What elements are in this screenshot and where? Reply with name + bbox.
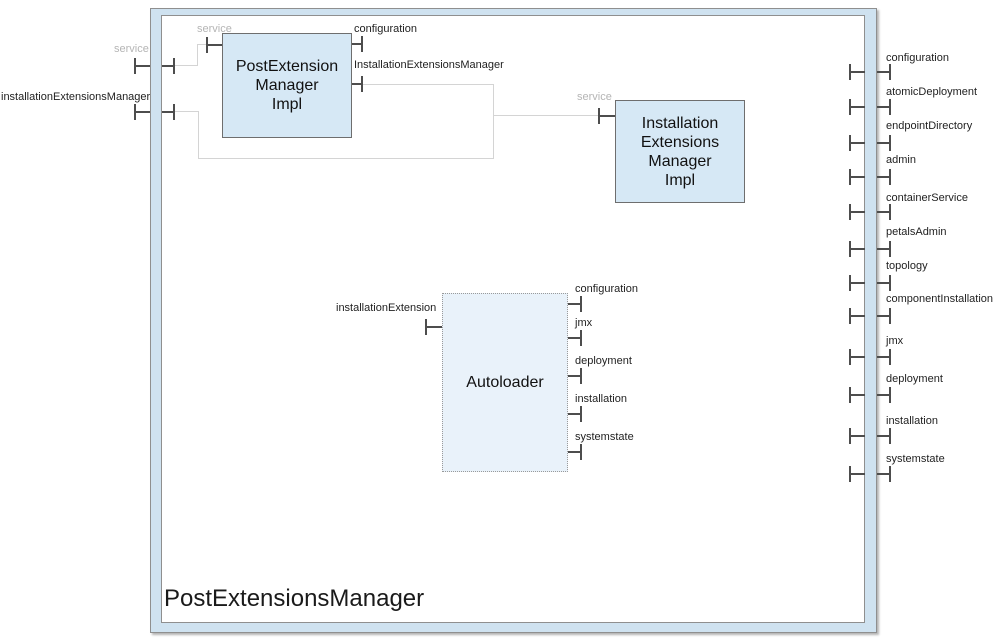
connector-iem-segment (175, 111, 199, 112)
component-name-line: Impl (271, 96, 303, 113)
border-port-petalsadmin-inner-tick[interactable] (849, 241, 865, 257)
border-port-service-inner-tick[interactable] (162, 58, 175, 74)
border-port-containerservice-inner-tick[interactable] (849, 204, 865, 220)
port-jmx-tick[interactable] (568, 330, 582, 346)
border-port-jmx-outer-tick[interactable] (877, 349, 891, 365)
border-port-label-installation: installation (886, 415, 938, 427)
border-port-admin-inner-tick[interactable] (849, 169, 865, 185)
port-label-installationextensionsmanager: InstallationExtensionsManager (354, 59, 504, 71)
port-deployment-tick[interactable] (568, 368, 582, 384)
border-port-installation-inner-tick[interactable] (849, 428, 865, 444)
border-port-componentinstallation-inner-tick[interactable] (849, 308, 865, 324)
port-configuration-tick[interactable] (568, 296, 582, 312)
border-port-atomicdeployment-inner-tick[interactable] (849, 99, 865, 115)
component-name-line: Manager (255, 77, 319, 94)
border-port-label-admin: admin (886, 154, 916, 166)
border-port-topology-outer-tick[interactable] (877, 275, 891, 291)
port-installationextension-tick[interactable] (425, 319, 442, 335)
port-installation-tick[interactable] (568, 406, 582, 422)
connector-iem-segment (363, 84, 494, 85)
border-port-service-outer-tick[interactable] (134, 58, 150, 74)
component-name-line: Installation (641, 114, 719, 132)
border-port-systemstate-outer-tick[interactable] (877, 466, 891, 482)
border-port-configuration-outer-tick[interactable] (877, 64, 891, 80)
port-configuration-tick[interactable] (352, 36, 363, 52)
border-port-deployment-outer-tick[interactable] (877, 387, 891, 403)
border-port-configuration-inner-tick[interactable] (849, 64, 865, 80)
port-label-configuration: configuration (575, 283, 638, 295)
port-label-configuration: configuration (354, 23, 417, 35)
component-name-line: Extensions (640, 133, 720, 151)
component-name-line: PostExtension (235, 58, 339, 75)
border-port-endpointdirectory-outer-tick[interactable] (877, 135, 891, 151)
port-systemstate-tick[interactable] (568, 444, 582, 460)
border-port-label-componentinstallation: componentInstallation (886, 293, 994, 305)
component-name-line: Autoloader (466, 374, 544, 391)
frame-title: PostExtensionsManager (164, 585, 425, 612)
connector-iem-segment (198, 111, 199, 159)
border-port-label-service: service (114, 43, 149, 55)
connector-service-segment (197, 44, 198, 66)
border-port-label-deployment: deployment (886, 373, 943, 385)
border-port-admin-outer-tick[interactable] (877, 169, 891, 185)
border-port-label-endpointdirectory: endpointDirectory (886, 120, 973, 132)
border-port-label-configuration: configuration (886, 52, 949, 64)
port-service-tick[interactable] (598, 108, 615, 124)
border-port-installationextensionsmanager-inner-tick[interactable] (162, 104, 175, 120)
border-port-atomicdeployment-outer-tick[interactable] (877, 99, 891, 115)
port-label-installation: installation (575, 393, 627, 405)
border-port-installationextensionsmanager-outer-tick[interactable] (134, 104, 150, 120)
border-port-petalsadmin-outer-tick[interactable] (877, 241, 891, 257)
border-port-label-systemstate: systemstate (886, 453, 945, 465)
component-postextensionmanagerimpl[interactable]: PostExtension Manager Impl (222, 33, 352, 138)
port-label-service: service (197, 23, 232, 35)
border-port-topology-inner-tick[interactable] (849, 275, 865, 291)
port-label-systemstate: systemstate (575, 431, 634, 443)
port-label-service: service (577, 91, 612, 103)
border-port-deployment-inner-tick[interactable] (849, 387, 865, 403)
connector-iem-to-service-segment (494, 115, 599, 116)
port-label-deployment: deployment (575, 355, 632, 367)
border-port-label-containerservice: containerService (886, 192, 968, 204)
border-port-endpointdirectory-inner-tick[interactable] (849, 135, 865, 151)
component-installationextensionsmanagerimpl[interactable]: Installation Extensions Manager Impl (615, 100, 745, 203)
port-installationextensionsmanager-tick[interactable] (352, 76, 363, 92)
border-port-containerservice-outer-tick[interactable] (877, 204, 891, 220)
port-service-tick[interactable] (206, 37, 222, 53)
border-port-label-atomicdeployment: atomicDeployment (886, 86, 978, 98)
border-port-label-petalsadmin: petalsAdmin (886, 226, 947, 238)
border-port-label-jmx: jmx (886, 335, 904, 347)
border-port-label-installationextensionsmanager: installationExtensionsManager (1, 91, 151, 103)
component-autoloader[interactable]: Autoloader (442, 293, 568, 472)
port-label-installationextension: installationExtension (336, 302, 437, 314)
connector-iem-segment (493, 84, 494, 159)
component-name-line: Manager (648, 152, 712, 170)
connector-iem-segment (198, 158, 494, 159)
connector-service-segment (175, 65, 198, 66)
border-port-installation-outer-tick[interactable] (877, 428, 891, 444)
border-port-componentinstallation-outer-tick[interactable] (877, 308, 891, 324)
border-port-label-topology: topology (886, 260, 928, 272)
component-name-line: Impl (664, 171, 696, 189)
border-port-jmx-inner-tick[interactable] (849, 349, 865, 365)
connector-service-segment (198, 44, 207, 45)
port-label-jmx: jmx (575, 317, 593, 329)
border-port-systemstate-inner-tick[interactable] (849, 466, 865, 482)
